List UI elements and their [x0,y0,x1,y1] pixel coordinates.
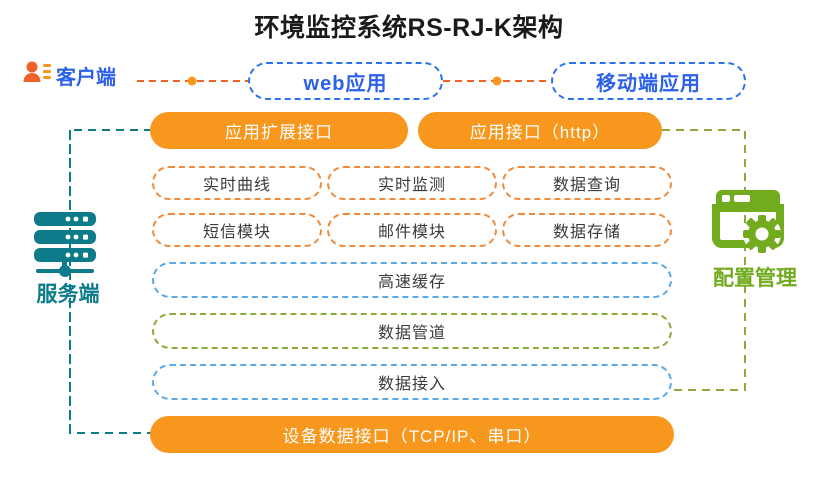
node-mobile-app[interactable]: 移动端应用 [551,62,746,100]
node-realtime-curve[interactable]: 实时曲线 [152,166,322,200]
node-data-pipeline[interactable]: 数据管道 [152,313,672,349]
connector-dot-client-web [187,76,197,86]
server-label: 服务端 [36,283,100,306]
node-realtime-monitor-label: 实时监测 [377,177,446,194]
node-app-extension-interface[interactable]: 应用扩展接口 [150,112,408,149]
node-web-app-label: web应用 [303,72,388,95]
page-title: 环境监控系统RS-RJ-K架构 [254,14,564,42]
client-label: 客户端 [56,67,116,89]
node-high-speed-cache[interactable]: 高速缓存 [152,262,672,298]
node-data-pipeline-label: 数据管道 [377,325,446,342]
node-sms-module[interactable]: 短信模块 [152,213,322,247]
server-rack-icon [28,210,102,285]
client-group: 客户端 [22,60,116,91]
node-data-access-label: 数据接入 [377,376,446,393]
node-sms-module-label: 短信模块 [202,224,271,241]
node-app-interface-http[interactable]: 应用接口（http） [418,112,662,149]
node-device-data-interface-label: 设备数据接口（TCP/IP、串口） [282,427,542,446]
node-web-app[interactable]: web应用 [248,62,443,100]
user-list-icon [22,60,52,91]
config-label: 配置管理 [713,267,797,290]
connector-dot-web-mobile [492,76,502,86]
node-realtime-curve-label: 实时曲线 [202,177,271,194]
node-data-storage[interactable]: 数据存储 [502,213,672,247]
node-realtime-monitor[interactable]: 实时监测 [327,166,497,200]
node-data-storage-label: 数据存储 [552,224,621,241]
node-mail-module-label: 邮件模块 [377,224,446,241]
node-data-access[interactable]: 数据接入 [152,364,672,400]
node-data-query-label: 数据查询 [552,177,621,194]
node-app-interface-http-label: 应用接口（http） [469,123,611,142]
node-device-data-interface[interactable]: 设备数据接口（TCP/IP、串口） [150,416,674,453]
node-app-extension-interface-label: 应用扩展接口 [225,123,333,142]
node-mobile-app-label: 移动端应用 [596,72,701,95]
window-gear-icon [712,190,784,261]
node-mail-module[interactable]: 邮件模块 [327,213,497,247]
node-data-query[interactable]: 数据查询 [502,166,672,200]
node-high-speed-cache-label: 高速缓存 [377,274,446,291]
